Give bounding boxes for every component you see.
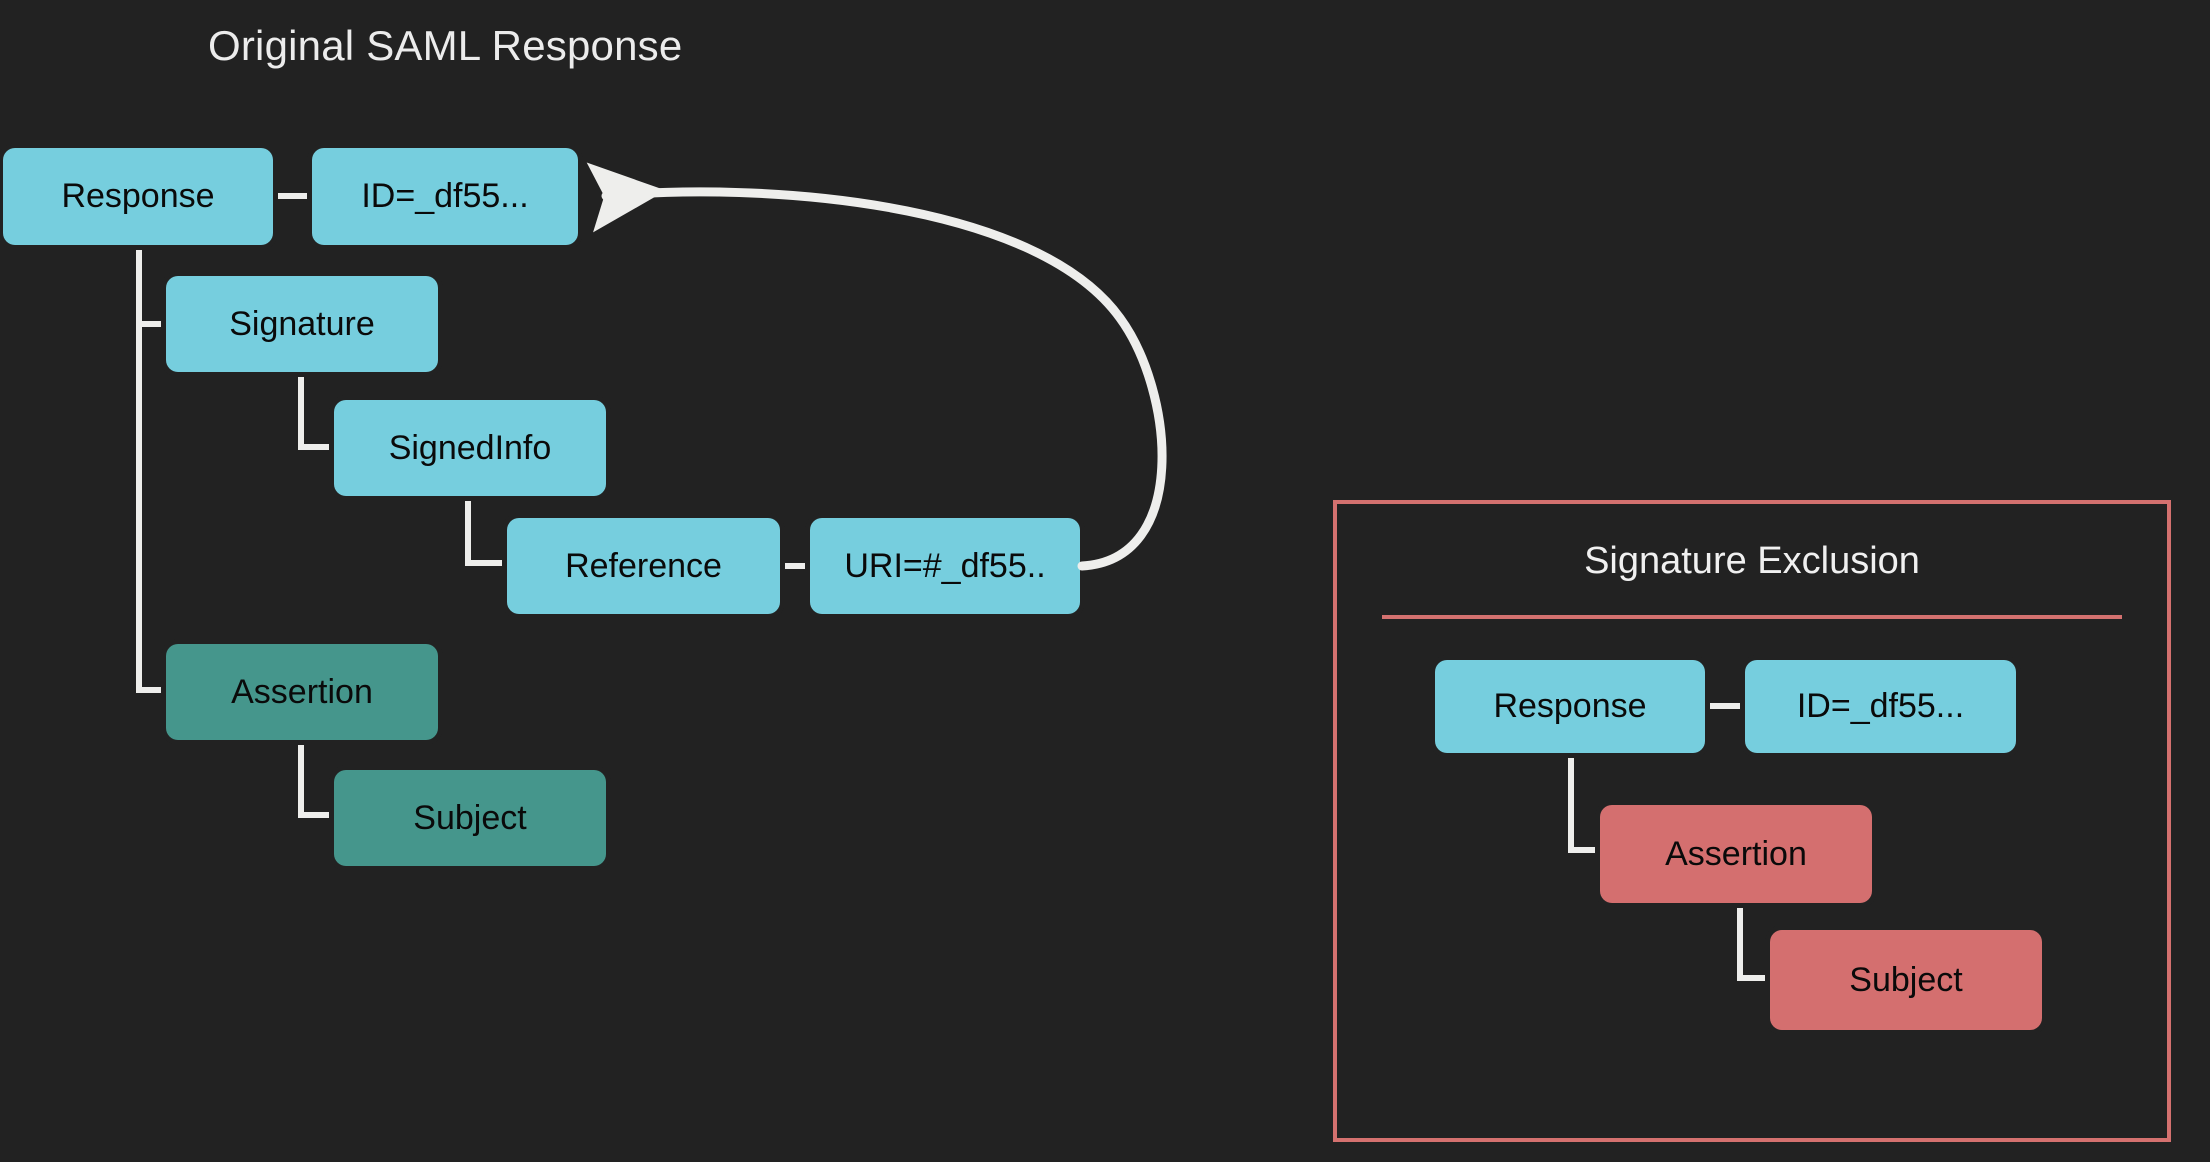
signature-exclusion-panel [1333, 500, 2171, 1142]
edge-response-to-assertion [136, 687, 168, 693]
edge-assertion-to-subject [298, 812, 334, 818]
edge-response-trunk [136, 245, 142, 693]
node-r-subject[interactable]: Subject [1770, 930, 2042, 1030]
node-signature[interactable]: Signature [166, 276, 438, 372]
edge-r-assertion-drop [1737, 903, 1743, 981]
signature-exclusion-title: Signature Exclusion [1584, 540, 1920, 582]
left-diagram-title: Original SAML Response [208, 22, 683, 69]
edge-signedinfo-to-reference [465, 560, 507, 566]
uri-reference-arrow [586, 162, 1167, 571]
edge-assertion-drop [298, 740, 304, 818]
node-id-attribute[interactable]: ID=_df55... [312, 148, 578, 245]
edge-signedinfo-drop [465, 495, 471, 565]
node-assertion[interactable]: Assertion [166, 644, 438, 740]
node-signedinfo[interactable]: SignedInfo [334, 400, 606, 496]
edge-r-response-to-assertion [1568, 847, 1604, 853]
edge-r-response-to-id [1705, 703, 1745, 709]
edge-response-to-signature [136, 321, 168, 327]
edge-r-response-drop [1568, 753, 1574, 853]
node-r-id-attribute[interactable]: ID=_df55... [1745, 660, 2016, 753]
node-reference[interactable]: Reference [507, 518, 780, 614]
edge-reference-to-uri [780, 563, 812, 569]
edge-signature-drop [298, 372, 304, 450]
edge-r-assertion-to-subject [1737, 975, 1773, 981]
node-r-assertion[interactable]: Assertion [1600, 805, 1872, 903]
panel-title-divider [1382, 615, 2122, 619]
edge-response-to-id [272, 193, 314, 199]
node-subject[interactable]: Subject [334, 770, 606, 866]
node-r-response[interactable]: Response [1435, 660, 1705, 753]
node-uri-attribute[interactable]: URI=#_df55.. [810, 518, 1080, 614]
edge-signature-to-signedinfo [298, 444, 334, 450]
node-response[interactable]: Response [3, 148, 273, 245]
